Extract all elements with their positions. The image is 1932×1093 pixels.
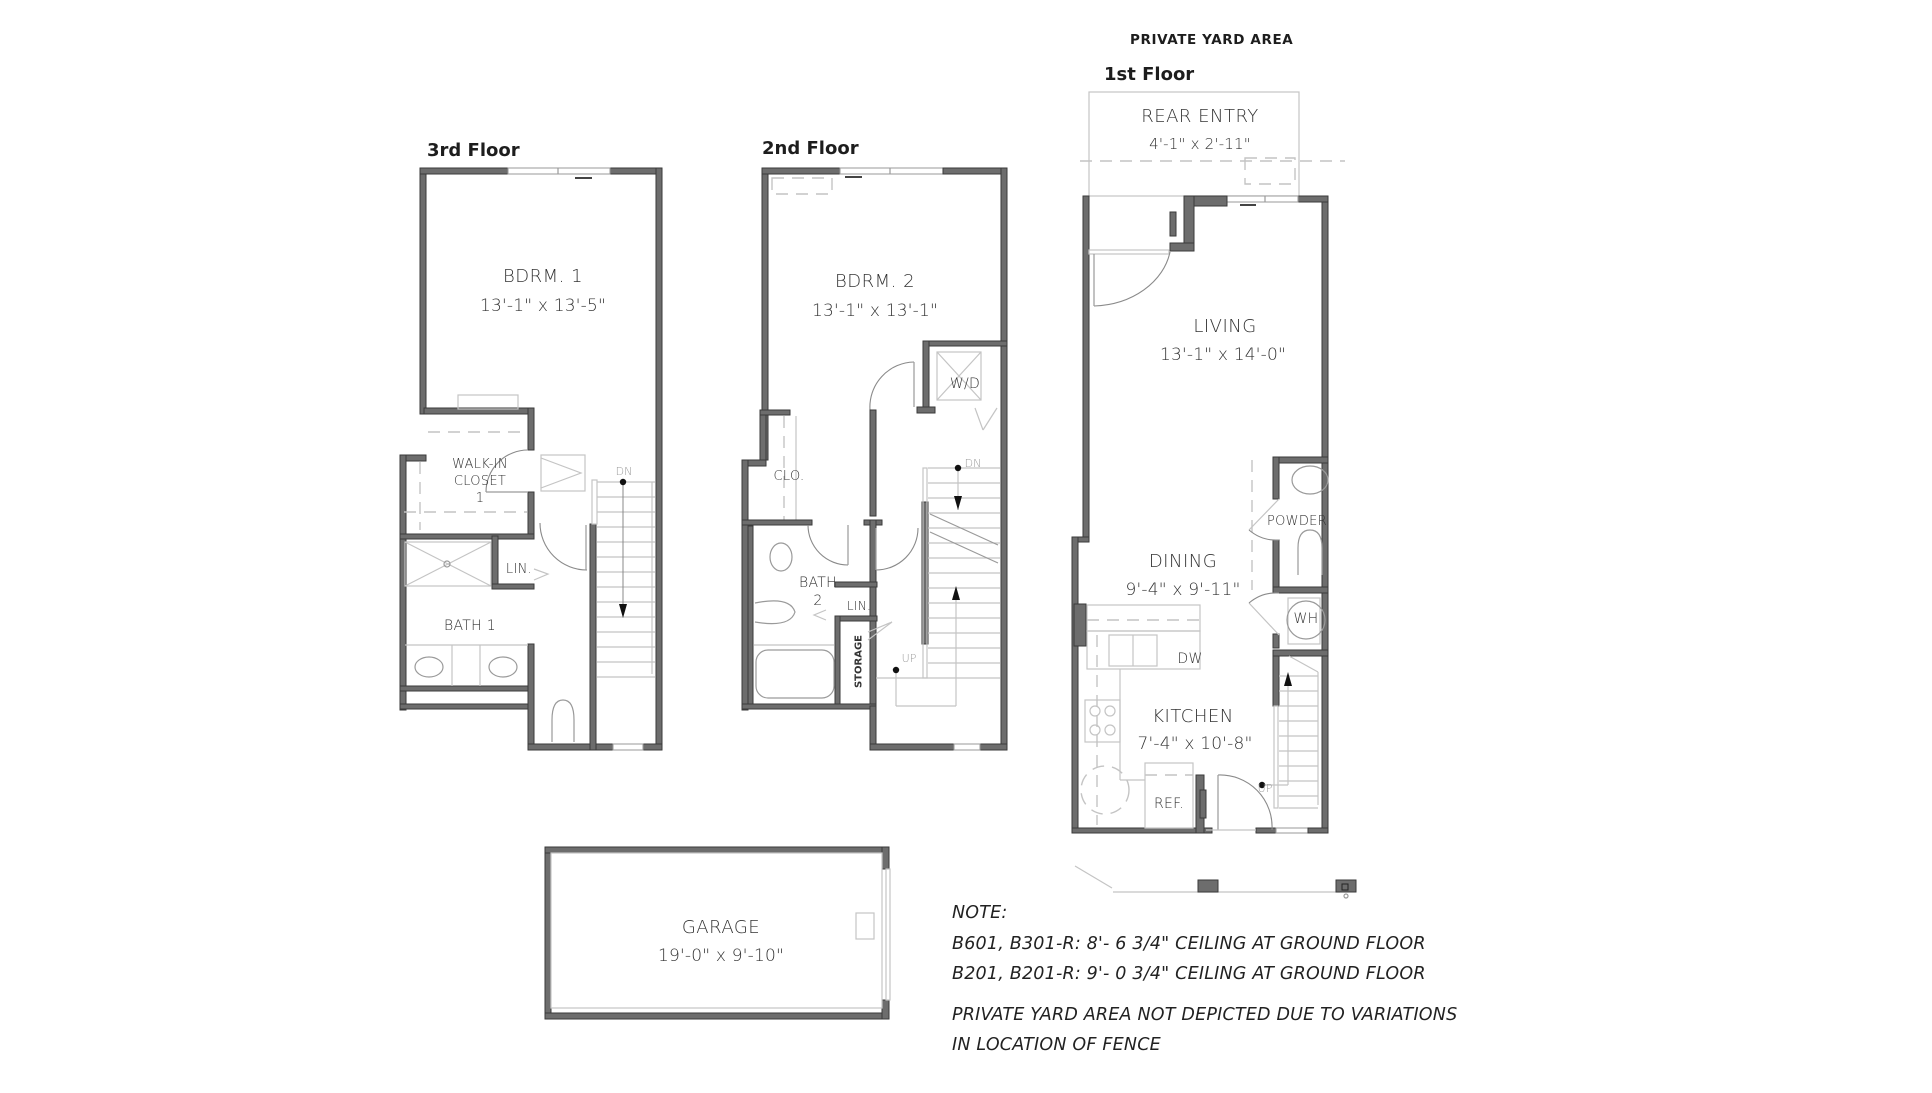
dishwasher-label: DW [1177,651,1203,667]
third-floor-linen-label: LIN. [505,562,533,577]
kitchen-dims: 7'-4" x 10'-8" [1137,734,1253,754]
second-floor-stair-up-label: UP [901,652,917,665]
bedroom1-label: BDRM. 1 [502,266,584,287]
second-floor-stairs [876,464,1000,707]
first-floor-stair-up-label: UP [1257,782,1273,795]
water-heater-label: WH [1293,611,1319,627]
washer-dryer-label: W/D [949,376,981,392]
note-line-4: IN LOCATION OF FENCE [952,1035,1161,1055]
powder-room-label: POWDER [1267,514,1327,529]
first-floor-stairs [1258,655,1319,809]
first-floor-plan [1071,91,1345,834]
bath2-label-line1: BATH [799,575,837,591]
kitchen-label: KITCHEN [1152,706,1234,727]
living-dims: 13'-1" x 14'-0" [1159,345,1287,365]
bath2-label-line2: 2 [813,593,823,609]
second-floor-title: 2nd Floor [762,138,859,159]
second-floor-plan [741,167,1008,751]
dining-dims: 9'-4" x 9'-11" [1125,580,1241,600]
first-floor-title: 1st Floor [1104,64,1195,85]
dining-label: DINING [1148,551,1218,572]
notes-heading: NOTE: [952,903,1008,923]
private-yard-area-label: PRIVATE YARD AREA [1130,32,1294,48]
third-floor-stairs [597,478,655,678]
living-label: LIVING [1193,316,1257,337]
third-floor-stair-down-label: DN [615,465,633,478]
storage-label: STORAGE [853,635,865,689]
second-floor-linen-label: LIN. [846,599,872,613]
bedroom1-dims: 13'-1" x 13'-5" [479,296,607,316]
third-floor-plan [399,167,663,751]
refrigerator-label: REF. [1153,796,1185,812]
rear-entry-dims: 4'-1" x 2'-11" [1149,135,1251,153]
third-floor-title: 3rd Floor [427,140,520,161]
garage-label: GARAGE [681,917,761,938]
walkin-closet-label-line1: WALK-IN [452,457,508,472]
bedroom2-label: BDRM. 2 [834,271,916,292]
note-line-1: B601, B301-R: 8'- 6 3/4" CEILING AT GROU… [952,934,1426,954]
bedroom2-dims: 13'-1" x 13'-1" [811,301,939,321]
second-floor-closet-label: CLO. [773,469,805,484]
note-line-3: PRIVATE YARD AREA NOT DEPICTED DUE TO VA… [952,1005,1458,1025]
bath1-label: BATH 1 [444,618,496,634]
garage-dims: 19'-0" x 9'-10" [657,946,785,966]
garage-plan [544,846,891,1020]
rear-entry-label: REAR ENTRY [1141,106,1259,127]
walkin-closet-label-line3: 1 [475,491,485,506]
walkin-closet-label-line2: CLOSET [453,474,507,489]
note-line-2: B201, B201-R: 9'- 0 3/4" CEILING AT GROU… [952,964,1426,984]
second-floor-stair-down-label: DN [964,457,982,470]
fence-detail [1074,865,1357,899]
